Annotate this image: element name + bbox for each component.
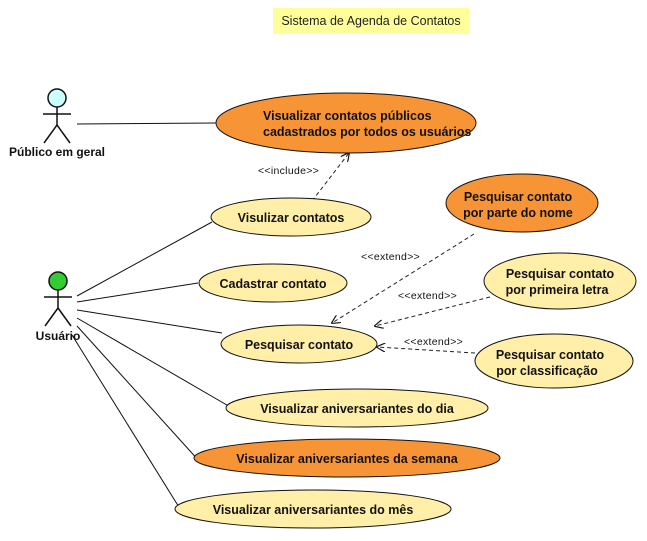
stick-figure-icon bbox=[43, 107, 71, 144]
use-case-label: Visualizar contatos públicos bbox=[263, 109, 432, 123]
use-case-label: Pesquisar contato bbox=[245, 338, 354, 352]
diagram-title: Sistema de Agenda de Contatos bbox=[273, 8, 469, 34]
use-case-aniversariantes-mes[interactable]: Visualizar aniversariantes do mês bbox=[174, 489, 452, 529]
extend-label-parte-nome: <<extend>> bbox=[361, 251, 420, 263]
use-case-pesquisar-contato[interactable]: Pesquisar contato bbox=[220, 324, 378, 364]
actor-publico-em-geral[interactable]: Público em geral bbox=[9, 88, 105, 159]
actor-head-icon bbox=[47, 88, 67, 108]
use-case-label: Pesquisar contato bbox=[506, 267, 615, 281]
use-case-label: cadastrados por todos os usuários bbox=[263, 125, 471, 139]
include-arrow bbox=[311, 153, 349, 202]
association-publico-contatos-publicos bbox=[76, 122, 217, 125]
extend-arrow-classificacao bbox=[377, 347, 476, 354]
use-case-label: Visulizar contatos bbox=[238, 211, 345, 225]
use-case-label: Visualizar aniversariantes do mês bbox=[213, 503, 414, 517]
extend-label-primeira-letra: <<extend>> bbox=[398, 290, 457, 302]
use-case-label: Pesquisar contato bbox=[464, 190, 573, 204]
association-usuario-aniv-mes bbox=[71, 334, 183, 513]
association-usuario-visualizar bbox=[76, 221, 213, 297]
use-case-label: Visualizar aniversariantes do dia bbox=[260, 402, 455, 416]
actor-label: Público em geral bbox=[9, 145, 105, 159]
use-case-label: por classificação bbox=[496, 364, 598, 378]
actor-head-icon bbox=[48, 271, 68, 291]
use-case-pesquisar-primeira-letra[interactable]: Pesquisar contato por primeira letra bbox=[483, 252, 637, 310]
use-case-label: por parte do nome bbox=[463, 206, 573, 220]
association-usuario-aniv-dia bbox=[76, 317, 233, 409]
use-case-label: Pesquisar contato bbox=[496, 348, 605, 362]
association-usuario-cadastrar bbox=[76, 282, 199, 303]
use-case-aniversariantes-dia[interactable]: Visualizar aniversariantes do dia bbox=[225, 388, 489, 428]
use-case-cadastrar-contato[interactable]: Cadastrar contato bbox=[198, 263, 348, 303]
use-case-contatos-publicos[interactable]: Visualizar contatos públicos cadastrados… bbox=[215, 92, 477, 154]
actor-usuario[interactable]: Usuário bbox=[36, 271, 81, 343]
stick-figure-icon bbox=[44, 290, 72, 327]
use-case-visualizar-contatos[interactable]: Visulizar contatos bbox=[210, 197, 372, 237]
actor-label: Usuário bbox=[36, 329, 81, 343]
use-case-label: por primeira letra bbox=[506, 283, 610, 297]
extend-arrow-parte-nome bbox=[332, 233, 475, 323]
association-usuario-aniv-semana bbox=[76, 325, 201, 463]
diagram-title-text: Sistema de Agenda de Contatos bbox=[281, 14, 460, 28]
use-case-label: Visualizar aniversariantes da semana bbox=[236, 452, 458, 466]
use-case-pesquisar-classificacao[interactable]: Pesquisar contato por classificação bbox=[474, 333, 634, 389]
use-case-label: Cadastrar contato bbox=[220, 277, 327, 291]
extend-label-classificacao: <<extend>> bbox=[404, 336, 463, 348]
use-case-aniversariantes-semana[interactable]: Visualizar aniversariantes da semana bbox=[193, 438, 501, 478]
extend-arrow-primeira-letra bbox=[375, 296, 491, 326]
use-case-pesquisar-parte-nome[interactable]: Pesquisar contato por parte do nome bbox=[445, 173, 599, 233]
include-label: <<include>> bbox=[258, 165, 319, 177]
association-usuario-pesquisar bbox=[76, 309, 223, 334]
